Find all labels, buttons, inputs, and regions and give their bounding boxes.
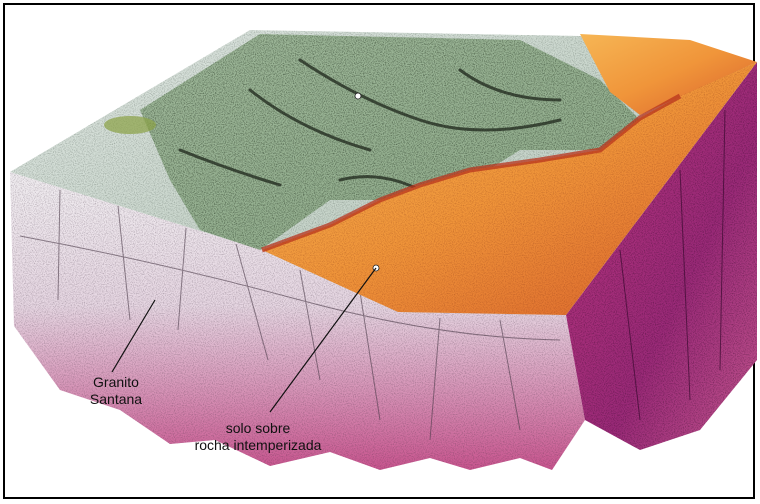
label-granito-santana: Granito Santana: [66, 374, 166, 408]
label-solo-line2: rocha intemperizada: [158, 437, 358, 454]
label-solo-line1: solo sobre: [158, 420, 358, 437]
label-granito-line1: Granito: [66, 374, 166, 391]
label-solo-sobre-rocha: solo sobre rocha intemperizada: [158, 420, 358, 454]
label-granito-line2: Santana: [66, 391, 166, 408]
